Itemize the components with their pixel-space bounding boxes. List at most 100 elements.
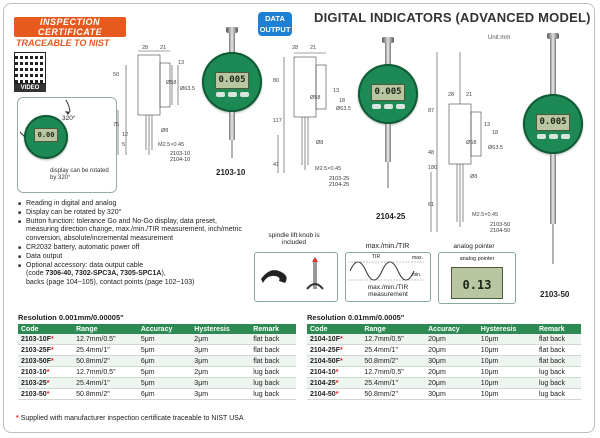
- d1-dim-d8: Ø8: [161, 128, 169, 134]
- rotate-arrow-icon: [20, 100, 71, 141]
- d3-dim-d8: Ø8: [470, 174, 478, 180]
- cell-code: 2103-10*: [18, 366, 74, 378]
- indicator-2103-50-display: 0.005: [536, 114, 570, 131]
- d2-dim-80: 80: [273, 78, 280, 84]
- d2-dim-41: 41: [273, 162, 280, 168]
- d2-dim-d8: Ø8: [316, 140, 324, 146]
- d3-dim-d63: Ø63.5: [488, 145, 503, 151]
- analog-pointer-box: analog pointer 0.13: [438, 252, 516, 304]
- cell-code: 2103-25F*: [18, 344, 74, 356]
- cell-range: 12.7mm/0.5": [73, 366, 138, 378]
- ind3-top-cap: [547, 33, 559, 39]
- cell-range: 25.4mm/1": [361, 377, 426, 389]
- cell-range: 25.4mm/1": [73, 344, 138, 356]
- spindle-lift-knob-icon: [261, 257, 324, 290]
- ind1-button-1[interactable]: [216, 92, 225, 97]
- cell-accuracy: 5μm: [137, 366, 192, 378]
- ind2-bottom-stem: [385, 124, 391, 162]
- cell-remark: flat back: [250, 344, 296, 356]
- maxmin-box: TIR max. min. max./min./TIR measurement: [345, 252, 431, 302]
- d2-dim-21: 21: [310, 45, 317, 51]
- cell-range: 12.7mm/0.5": [361, 334, 426, 345]
- data-output-badge: DATA OUTPUT: [258, 12, 292, 36]
- page-title: DIGITAL INDICATORS (ADVANCED MODEL): [314, 10, 591, 25]
- cell-hysteresis: 3μm: [191, 377, 251, 389]
- ind1-button-3[interactable]: [240, 92, 249, 97]
- cell-remark: lug back: [250, 366, 296, 378]
- indicator-2103-50-label: 2103-50: [540, 290, 570, 299]
- d2-dim-d63: Ø63.5: [336, 106, 351, 112]
- d2-dim-d58: Ø58: [310, 95, 321, 101]
- cell-range: 12.7mm/0.5": [361, 366, 426, 378]
- qr-code-icon[interactable]: [14, 52, 46, 84]
- table-row: 2104-50* 50.8mm/2" 30μm 10μm lug back: [307, 388, 581, 400]
- d1-dim-d58: Ø58: [166, 80, 177, 86]
- data-output-line2: OUTPUT: [259, 25, 291, 34]
- th-range: Range: [73, 324, 138, 334]
- ind3-spindle: [552, 224, 554, 264]
- ind3-button-1[interactable]: [537, 134, 546, 139]
- d2-dim-18: 18: [339, 98, 346, 104]
- accessory-codes: 7306-40, 7302-SPC3A, 7305-SPC1A: [45, 270, 162, 278]
- d1-dim-21: 21: [160, 45, 167, 51]
- ind3-button-2[interactable]: [549, 134, 558, 139]
- cert-badge-text: INSPECTION CERTIFICATE: [37, 17, 103, 37]
- d2-code-a: 2103-25: [329, 176, 350, 182]
- ind1-top-cap: [226, 27, 238, 33]
- d3-dim-21: 21: [466, 92, 473, 98]
- feature-item: Button function: tolerance Go and No-Go …: [18, 218, 250, 244]
- th-hysteresis: Hysteresis: [191, 324, 251, 334]
- ind2-button-3[interactable]: [396, 104, 405, 109]
- d3-dim-87: 87: [428, 108, 435, 114]
- max-label: max.: [412, 255, 423, 261]
- video-label[interactable]: VIDEO: [14, 84, 46, 92]
- accessory-code-post: ),: [161, 270, 166, 278]
- feature-item: Reading in digital and analog: [18, 200, 250, 209]
- ind2-button-2[interactable]: [384, 104, 393, 109]
- cell-hysteresis: 10μm: [477, 334, 536, 345]
- cell-accuracy: 5μm: [137, 334, 192, 345]
- table-row: 2104-25F* 25.4mm/1" 20μm 10μm flat back: [307, 344, 581, 356]
- ind1-bottom-stem: [229, 112, 235, 140]
- cell-accuracy: 20μm: [425, 377, 478, 389]
- drawing-2104-25: [277, 52, 327, 173]
- footnote-text: Supplied with manufacturer inspection ce…: [20, 415, 244, 422]
- table-row: 2103-25F* 25.4mm/1" 5μm 3μm flat back: [18, 344, 296, 356]
- th-code: Code: [307, 324, 362, 334]
- ind2-button-1[interactable]: [372, 104, 381, 109]
- maxmin-title: max./min./TIR: [365, 243, 410, 250]
- d3-code-b: 2104-50: [490, 228, 511, 234]
- footnote-star: *: [16, 415, 19, 422]
- indicator-2103-50-body: 0.005: [523, 94, 583, 154]
- cell-hysteresis: 10μm: [477, 388, 536, 400]
- ind1-button-2[interactable]: [228, 92, 237, 97]
- indicator-2103-10-label: 2103-10: [216, 168, 246, 177]
- d1-codes: 2103-10 2104-10: [170, 151, 190, 163]
- cell-hysteresis: 3μm: [191, 344, 251, 356]
- cell-accuracy: 30μm: [425, 355, 478, 367]
- cell-range: 12.7mm/0.5": [73, 334, 138, 345]
- cell-code: 2104-50F*: [307, 355, 362, 367]
- small-indicator-body: 0.00: [24, 115, 68, 159]
- d3-dim-thread: M2.5×0.45: [472, 212, 499, 218]
- inspection-certificate-badge: INSPECTION CERTIFICATE: [14, 17, 126, 37]
- ind3-button-3[interactable]: [561, 134, 570, 139]
- feature-list: Reading in digital and analog Display ca…: [18, 200, 250, 288]
- ind2-top-stem: [385, 40, 391, 68]
- d1-dim-75: 75: [113, 122, 120, 128]
- table-row: 2103-50F* 50.8mm/2" 6μm 3μm flat back: [18, 355, 296, 367]
- cell-hysteresis: 10μm: [477, 344, 536, 356]
- footnote: * Supplied with manufacturer inspection …: [16, 415, 244, 422]
- table-row: 2104-10* 12.7mm/0.5" 20μm 10μm lug back: [307, 366, 581, 378]
- cell-accuracy: 20μm: [425, 334, 478, 345]
- ind2-spindle: [387, 162, 389, 188]
- cell-hysteresis: 10μm: [477, 355, 536, 367]
- ind1-top-stem: [229, 30, 235, 56]
- cell-remark: lug back: [250, 377, 296, 389]
- feature-item: Display can be rotated by 320°: [18, 209, 250, 218]
- data-output-line1: DATA: [265, 14, 285, 23]
- d1-dim-28: 28: [142, 45, 149, 51]
- unit-label: Unit:mm: [488, 35, 511, 41]
- cell-remark: flat back: [250, 334, 296, 345]
- cell-remark: lug back: [535, 388, 581, 400]
